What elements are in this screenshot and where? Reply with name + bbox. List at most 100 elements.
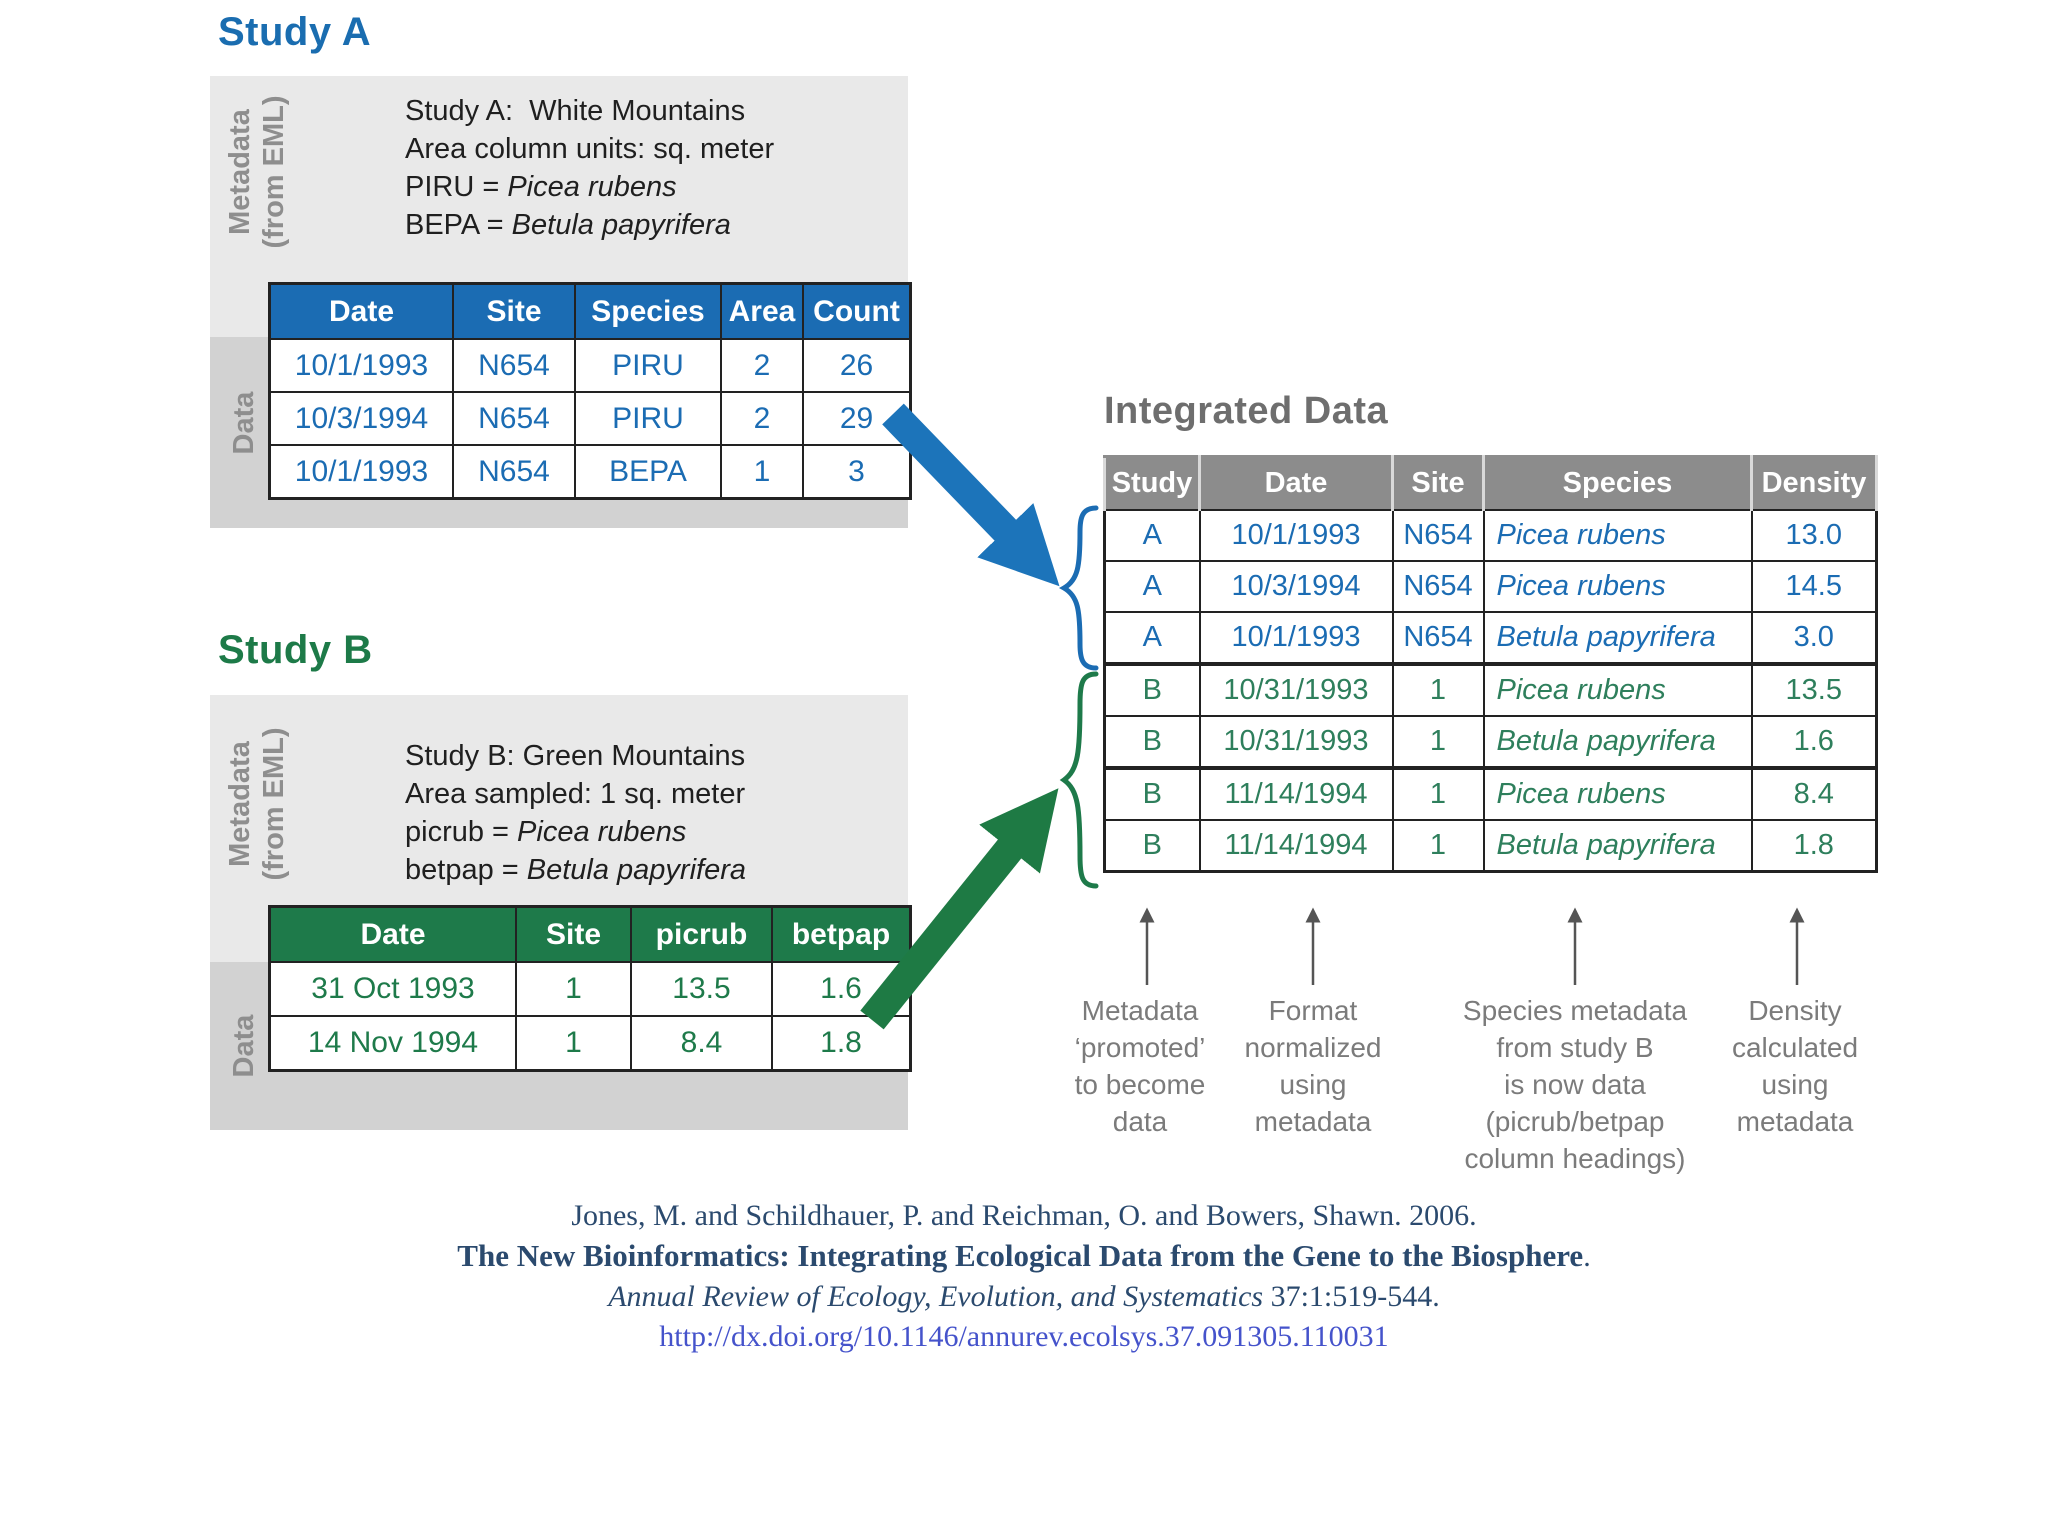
annotation-text: Format: [1268, 995, 1358, 1026]
table-cell: 2: [720, 391, 804, 446]
brace-study-a-icon: [1058, 505, 1099, 671]
table-cell: A: [1103, 509, 1201, 562]
annotation-text: Metadata: [1081, 995, 1199, 1026]
doi-link[interactable]: http://dx.doi.org/10.1146/annurev.ecolsy…: [659, 1320, 1389, 1353]
table-cell: N654: [452, 391, 576, 446]
table-cell: B: [1103, 766, 1201, 821]
citation-title-bold: The New Bioinformatics: Integrating Ecol…: [457, 1238, 1584, 1273]
table-cell: N654: [1391, 611, 1485, 665]
table-cell: 29: [802, 391, 912, 446]
table-cell: 1: [720, 444, 804, 500]
table-cell: 14.5: [1750, 560, 1878, 613]
citation-journal-pages: 37:1:519-544.: [1263, 1280, 1440, 1313]
annotation-text: Density: [1748, 995, 1842, 1026]
table-cell: 10/1/1993: [1198, 611, 1394, 665]
table-cell: A: [1103, 560, 1201, 613]
annotation-text: metadata: [1254, 1106, 1372, 1137]
table-cell: 10/31/1993: [1198, 715, 1394, 769]
table-cell: B: [1103, 715, 1201, 769]
table-cell: 8.4: [630, 1015, 773, 1072]
table-cell: 13.5: [630, 961, 773, 1017]
annotation-text: metadata: [1736, 1106, 1854, 1137]
table-header-cell: Date: [268, 282, 454, 340]
annotation-text: data: [1112, 1106, 1168, 1137]
study-a-metadata-from-eml-label: Metadata (from EML): [224, 95, 290, 249]
table-header-cell: picrub: [630, 905, 773, 963]
metadata-line: PIRU = Picea rubens: [405, 171, 677, 203]
annotation-text: using: [1761, 1069, 1829, 1100]
metadata-line: Study B: Green Mountains: [405, 740, 746, 772]
table-header-cell: betpap: [771, 905, 912, 963]
annotation-metadata-promoted: Metadata ‘promoted’ to become data: [1020, 992, 1260, 1140]
study-b-data-label: Data: [228, 1014, 260, 1078]
table-header-cell: Site: [452, 282, 576, 340]
table-cell: 1.6: [1750, 715, 1878, 769]
annotation-text: normalized: [1244, 1032, 1382, 1063]
table-cell: 13.5: [1750, 662, 1878, 717]
table-header-cell: Date: [1198, 455, 1394, 511]
citation-doi-line: http://dx.doi.org/10.1146/annurev.ecolsy…: [0, 1317, 2048, 1357]
citation-title-period: .: [1583, 1240, 1591, 1273]
table-cell: 8.4: [1750, 766, 1878, 821]
metadata-line: BEPA = Betula papyrifera: [405, 209, 731, 241]
table-cell: Picea rubens: [1482, 560, 1753, 613]
annotation-text: column headings): [1464, 1143, 1686, 1174]
brace-study-b-icon: [1059, 671, 1099, 889]
citation: Jones, M. and Schildhauer, P. and Reichm…: [0, 1196, 2048, 1357]
table-cell: 11/14/1994: [1198, 819, 1394, 873]
study-b-title: Study B: [218, 628, 373, 672]
table-cell: PIRU: [574, 391, 722, 446]
table-cell: B: [1103, 819, 1201, 873]
table-cell: 2: [720, 338, 804, 393]
study-a-title: Study A: [218, 10, 372, 54]
table-cell: 1.8: [1750, 819, 1878, 873]
table-cell: 1: [515, 961, 632, 1017]
table-cell: 10/3/1994: [268, 391, 454, 446]
table-header-cell: Date: [268, 905, 517, 963]
annotation-text: to become: [1074, 1069, 1206, 1100]
metadata-line: Area column units: sq. meter: [405, 133, 775, 165]
table-cell: 10/1/1993: [1198, 509, 1394, 562]
metadata-line: picrub = Picea rubens: [405, 816, 687, 848]
table-cell: Picea rubens: [1482, 662, 1753, 717]
table-cell: 1.6: [771, 961, 912, 1017]
table-cell: 3: [802, 444, 912, 500]
table-header-cell: Count: [802, 282, 912, 340]
table-cell: 13.0: [1750, 509, 1878, 562]
table-cell: 1: [1391, 766, 1485, 821]
table-cell: 10/1/1993: [268, 444, 454, 500]
annotation-text: calculated: [1731, 1032, 1859, 1063]
table-header-cell: Density: [1750, 455, 1878, 511]
table-header-cell: Species: [1482, 455, 1753, 511]
table-cell: N654: [452, 338, 576, 393]
study-a-box: Metadata (from EML) Data Study A: White …: [210, 76, 912, 528]
table-cell: 10/31/1993: [1198, 662, 1394, 717]
table-cell: 26: [802, 338, 912, 393]
table-cell: A: [1103, 611, 1201, 665]
annotation-text: ‘promoted’: [1074, 1032, 1206, 1063]
table-cell: B: [1103, 662, 1201, 717]
integrated-data-title: Integrated Data: [1104, 390, 1389, 432]
table-cell: 1: [1391, 662, 1485, 717]
table-cell: N654: [1391, 509, 1485, 562]
table-cell: 1.8: [771, 1015, 912, 1072]
study-b-metadata-from-eml-label: Metadata (from EML): [224, 727, 290, 881]
table-cell: 10/3/1994: [1198, 560, 1394, 613]
table-cell: Betula papyrifera: [1482, 715, 1753, 769]
table-header-cell: Site: [515, 905, 632, 963]
table-cell: 1: [1391, 715, 1485, 769]
table-cell: 3.0: [1750, 611, 1878, 665]
